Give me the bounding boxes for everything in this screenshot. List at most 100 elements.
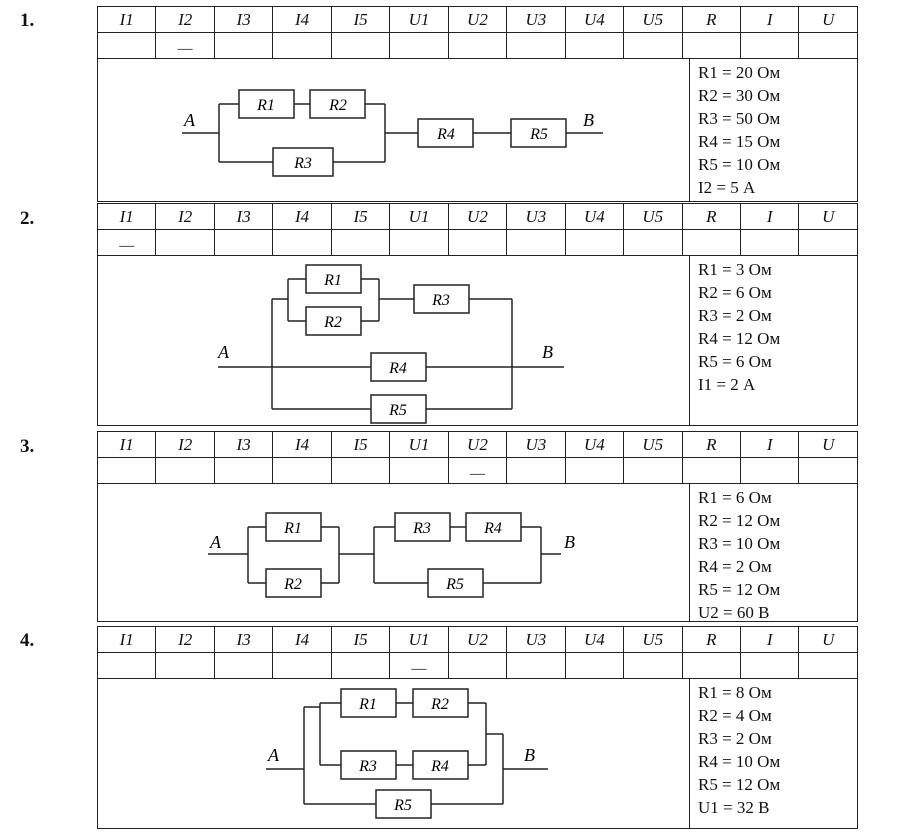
answer-cell: [681, 32, 741, 59]
r5-label: R5: [445, 576, 464, 593]
answer-cell: [389, 229, 449, 256]
header-cell: I4: [272, 203, 332, 230]
answer-cell: [681, 457, 741, 484]
header-cell: U: [798, 203, 858, 230]
header-cell: I5: [330, 431, 391, 458]
header-cell: U3: [506, 626, 566, 653]
header-cell: I2: [155, 203, 215, 230]
header-cell: U4: [564, 431, 625, 458]
r3-label: R3: [358, 758, 377, 775]
header-cell: U4: [564, 203, 625, 230]
answer-cell: [155, 652, 215, 679]
header-cell: U: [798, 6, 858, 33]
header-cell: U2: [447, 203, 508, 230]
answer-cell: [798, 229, 858, 256]
header-cell: I: [739, 203, 800, 230]
resistor-r2: [305, 306, 362, 336]
answer-cell: [506, 457, 566, 484]
header-cell: R: [681, 431, 741, 458]
header-cell: U3: [506, 431, 566, 458]
header-cell: I5: [330, 626, 391, 653]
given-value: R5 = 12 Ом: [698, 775, 781, 794]
header-cell: I: [739, 6, 800, 33]
given-value: R3 = 50 Ом: [698, 109, 781, 128]
header-cell: U1: [389, 6, 449, 33]
given-value: R2 = 4 Ом: [698, 706, 772, 725]
given-value: I1 = 2 А: [698, 375, 756, 394]
header-cell: U5: [623, 6, 683, 33]
resistor-r2: [309, 89, 366, 119]
header-cell: R: [681, 626, 741, 653]
header-cell: U4: [564, 6, 625, 33]
given-value: U2 = 60 В: [698, 603, 770, 622]
answer-cell: [330, 652, 391, 679]
r4-label: R4: [388, 360, 407, 377]
r1-label: R1: [323, 272, 342, 289]
known-value-mark: —: [96, 229, 157, 256]
answer-cell: [213, 652, 274, 679]
answer-cell: [330, 457, 391, 484]
resistor-r5: [370, 394, 427, 424]
answer-cell: [389, 32, 449, 59]
header-cell: U5: [623, 626, 683, 653]
answer-cell: [330, 229, 391, 256]
given-value: R1 = 3 Ом: [698, 260, 772, 279]
answer-cell: [681, 229, 741, 256]
resistor-r3: [413, 284, 470, 314]
answer-cell: [272, 32, 332, 59]
given-value: R4 = 10 Ом: [698, 752, 781, 771]
header-cell: I1: [96, 626, 157, 653]
r4-label: R4: [483, 520, 502, 537]
header-cell: U2: [447, 431, 508, 458]
answer-cell: [798, 32, 858, 59]
r1-label: R1: [256, 97, 275, 114]
problem-number-3: 3.: [20, 436, 35, 457]
r4-label: R4: [430, 758, 449, 775]
given-value: R1 = 6 Ом: [698, 488, 772, 507]
answer-cell: [330, 32, 391, 59]
given-value: U1 = 32 В: [698, 798, 770, 817]
known-value-mark: —: [447, 457, 508, 484]
answer-cell: [96, 652, 157, 679]
header-cell: U5: [623, 431, 683, 458]
header-cell: U: [798, 626, 858, 653]
resistor-r3: [272, 147, 334, 177]
given-value: R5 = 12 Ом: [698, 580, 781, 599]
answer-cell: [681, 652, 741, 679]
node-a-label: A: [217, 342, 230, 362]
resistor-r3: [394, 512, 451, 542]
header-cell: I4: [272, 6, 332, 33]
answer-cell: [798, 652, 858, 679]
node-b-label: B: [542, 342, 553, 362]
answer-cell: [564, 457, 625, 484]
node-b-label: B: [524, 745, 535, 765]
header-cell: I2: [155, 431, 215, 458]
answer-cell: [213, 457, 274, 484]
header-cell: I3: [213, 6, 274, 33]
header-cell: I5: [330, 6, 391, 33]
header-cell: R: [681, 203, 741, 230]
r1-label: R1: [283, 520, 302, 537]
node-a-label: A: [183, 110, 196, 130]
given-value: R3 = 2 Ом: [698, 306, 772, 325]
answer-cell: [623, 229, 683, 256]
r3-label: R3: [293, 155, 312, 172]
given-value: R3 = 10 Ом: [698, 534, 781, 553]
header-cell: U3: [506, 6, 566, 33]
answer-cell: [623, 32, 683, 59]
answer-cell: [506, 652, 566, 679]
resistor-r1: [265, 512, 322, 542]
answer-cell: [155, 457, 215, 484]
resistor-r5: [375, 789, 432, 819]
given-value: R2 = 6 Ом: [698, 283, 772, 302]
resistor-r4: [417, 118, 474, 148]
header-cell: I5: [330, 203, 391, 230]
